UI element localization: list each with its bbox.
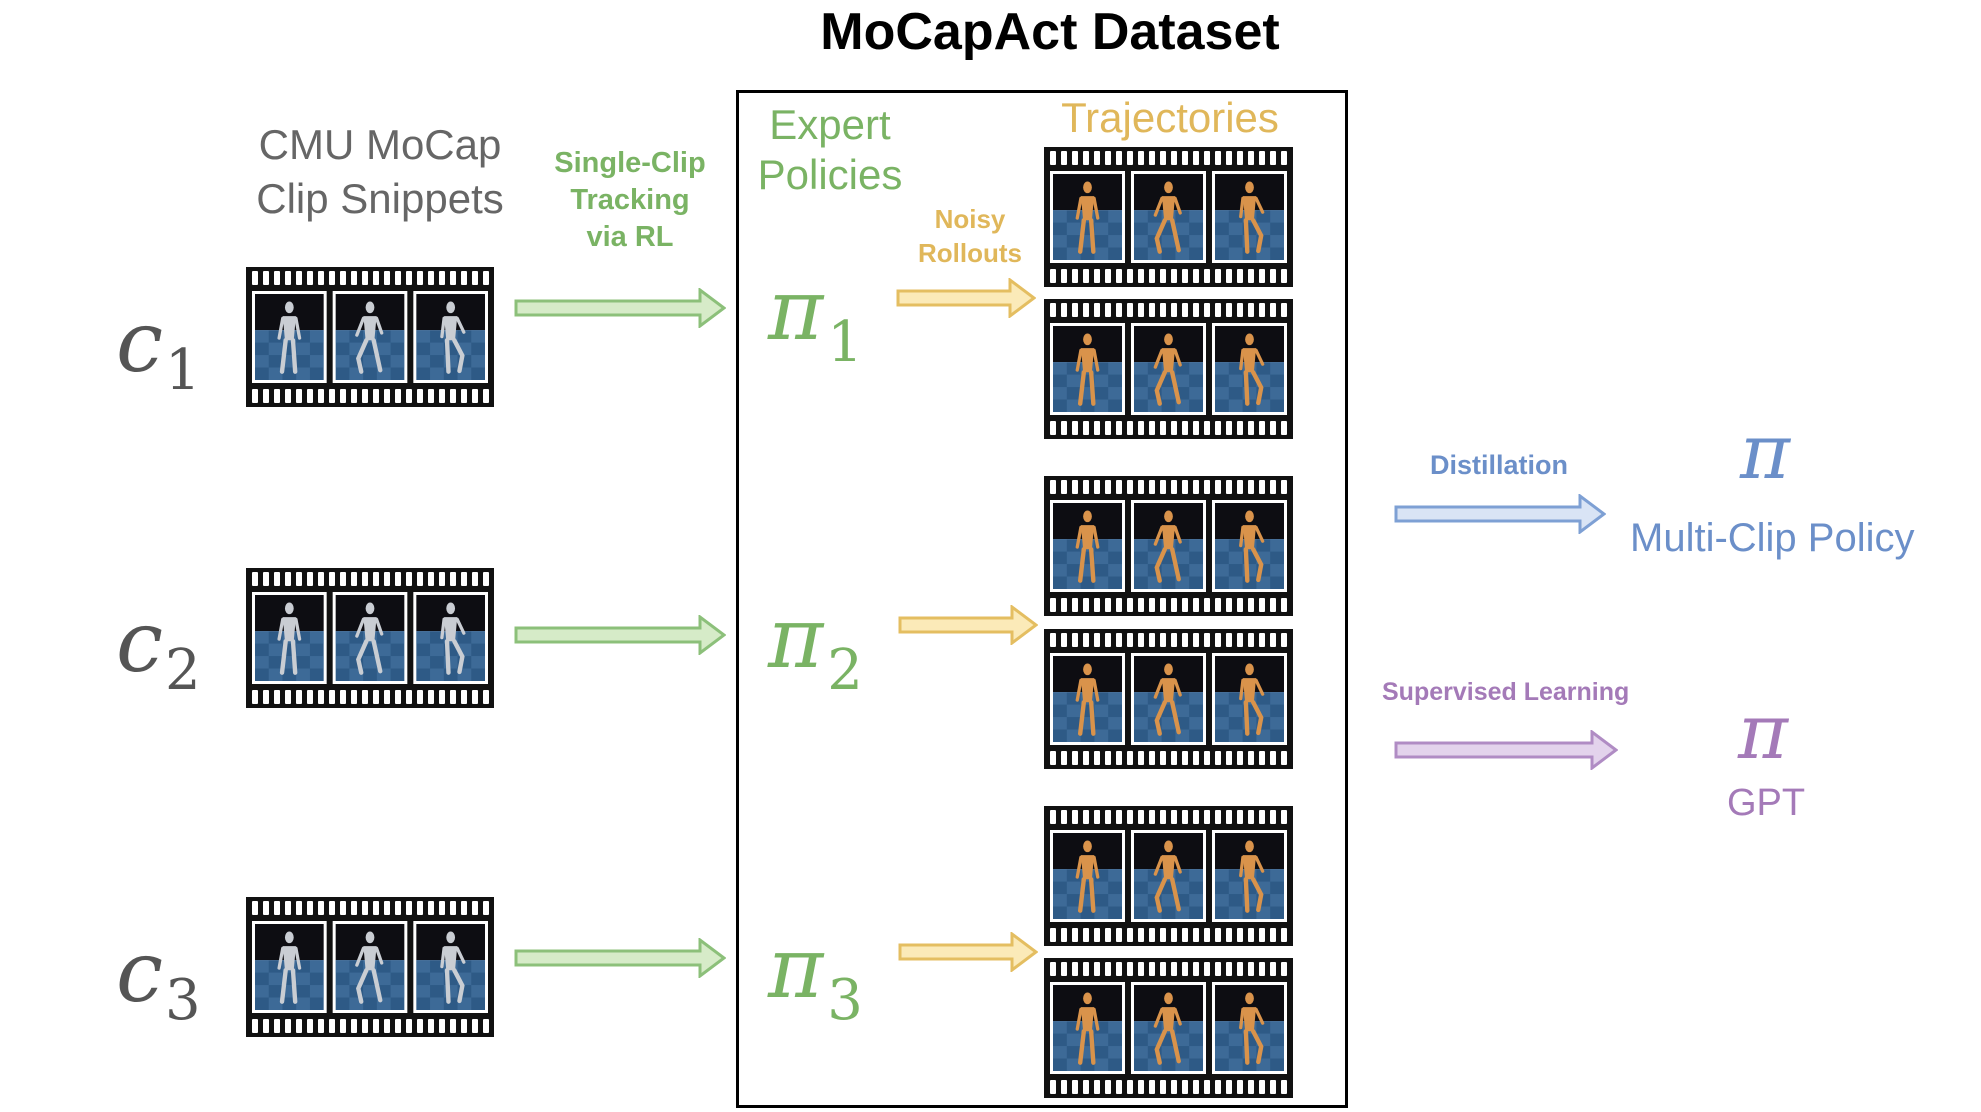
expert-header: Expert Policies (740, 100, 920, 200)
clip-label-2: c2 (116, 600, 201, 699)
noisy-rollouts-label: Noisy Rollouts (880, 202, 1060, 270)
mocap-frames (246, 897, 494, 1037)
trajectory-film-strip-1a (1044, 147, 1293, 287)
trajectory-film-strip-2b (1044, 629, 1293, 769)
tracking-arrow-1 (514, 288, 726, 328)
gpt-pi-symbol: π (1738, 687, 1788, 776)
distillation-arrow (1394, 494, 1606, 534)
tracking-label-line3: via RL (586, 221, 674, 253)
mocap-film-strip-3 (246, 897, 494, 1037)
mocap-frames (246, 267, 494, 407)
supervised-learning-label: Supervised Learning (1382, 678, 1630, 706)
tracking-label-line2: Tracking (570, 184, 690, 216)
noisy-label-line2: Rollouts (918, 238, 1022, 268)
multi-clip-policy-label: Multi-Clip Policy (1630, 516, 1915, 560)
cmu-header: CMU MoCap Clip Snippets (240, 118, 520, 226)
cmu-header-line2: Clip Snippets (256, 175, 504, 222)
pi-index: 2 (827, 638, 863, 703)
multi-clip-pi-symbol: π (1740, 407, 1790, 496)
tracking-arrow-2 (514, 615, 726, 655)
supervised-learning-arrow (1394, 730, 1618, 770)
trajectory-frames (1044, 299, 1293, 439)
arrow-shape (1394, 730, 1618, 770)
arrow-shape (898, 605, 1038, 645)
expert-header-line2: Policies (757, 151, 903, 198)
arrow-shape (514, 938, 726, 978)
arrow-shape (1394, 494, 1606, 534)
distillation-label: Distillation (1430, 450, 1569, 480)
tracking-label-line1: Single-Clip (554, 147, 706, 179)
trajectory-film-strip-1b (1044, 299, 1293, 439)
expert-policy-3: π3 (768, 926, 863, 1029)
clip-label-1: c1 (116, 300, 201, 399)
clip-index: 1 (165, 338, 201, 403)
trajectories-header: Trajectories (1061, 94, 1279, 141)
pi-index: 3 (827, 968, 863, 1033)
pi-symbol: π (768, 919, 824, 1017)
expert-header-line1: Expert (769, 101, 891, 148)
clip-label-3: c3 (116, 930, 201, 1029)
arrow-shape (514, 288, 726, 328)
clip-symbol: c (116, 593, 164, 691)
clip-symbol: c (116, 293, 164, 391)
diagram-title: MoCapAct Dataset (820, 3, 1280, 61)
trajectory-film-strip-3a (1044, 806, 1293, 946)
pi-index: 1 (827, 310, 863, 375)
trajectory-film-strip-3b (1044, 958, 1293, 1098)
trajectory-film-strip-2a (1044, 476, 1293, 616)
clip-index: 3 (165, 968, 201, 1033)
trajectory-frames (1044, 806, 1293, 946)
tracking-arrow-3 (514, 938, 726, 978)
clip-symbol: c (116, 923, 164, 1021)
tracking-label: Single-Clip Tracking via RL (530, 145, 730, 256)
arrow-shape (898, 932, 1038, 972)
trajectory-frames (1044, 476, 1293, 616)
pi-symbol: π (768, 589, 824, 687)
trajectory-frames (1044, 629, 1293, 769)
arrow-shape (514, 615, 726, 655)
dataset-box (736, 90, 1348, 1108)
trajectory-frames (1044, 958, 1293, 1098)
pi-symbol: π (768, 261, 824, 359)
mocap-film-strip-2 (246, 568, 494, 708)
expert-policy-2: π2 (768, 596, 863, 699)
mocap-film-strip-1 (246, 267, 494, 407)
cmu-header-line1: CMU MoCap (258, 121, 502, 168)
expert-policy-1: π1 (768, 268, 863, 371)
gpt-label: GPT (1727, 782, 1806, 824)
arrow-shape (896, 278, 1036, 318)
rollout-arrow-1 (896, 278, 1036, 318)
rollout-arrow-2 (898, 605, 1038, 645)
noisy-label-line1: Noisy (934, 204, 1006, 234)
trajectory-frames (1044, 147, 1293, 287)
rollout-arrow-3 (898, 932, 1038, 972)
mocap-frames (246, 568, 494, 708)
clip-index: 2 (165, 638, 201, 703)
